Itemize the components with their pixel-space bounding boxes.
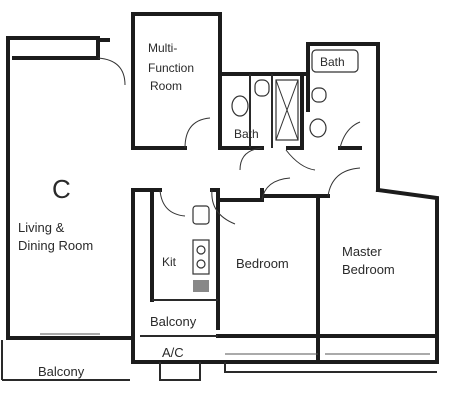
door-swings — [97, 57, 361, 225]
multi-function-room-label-1: Multi- — [148, 41, 177, 55]
bath-top-label: Bath — [320, 55, 345, 69]
ac-label: A/C — [162, 345, 184, 360]
room-labels: Multi- Function Room Bath Bath C Living … — [18, 41, 395, 379]
fridge-icon — [193, 280, 209, 292]
exterior-walls — [6, 12, 439, 364]
master-bedroom-label-2: Bedroom — [342, 262, 395, 277]
bathtub-icon — [311, 49, 359, 73]
living-dining-label-2: Dining Room — [18, 238, 93, 253]
bath-mid-label: Bath — [234, 127, 259, 141]
sink-icon — [311, 87, 327, 103]
toilet-icon — [231, 95, 249, 117]
kitchen-label: Kit — [162, 255, 177, 269]
sink-icon — [254, 79, 270, 97]
toilet-icon — [309, 118, 327, 138]
multi-function-room-label-2: Function — [148, 61, 194, 75]
interior-lines — [1, 74, 437, 381]
unit-letter: C — [52, 174, 71, 204]
sink-icon — [192, 205, 210, 225]
master-bedroom-label-1: Master — [342, 244, 382, 259]
living-dining-label-1: Living & — [18, 220, 65, 235]
balcony-bottom-label: Balcony — [38, 364, 85, 379]
multi-function-room-label-3: Room — [150, 79, 182, 93]
kitchen-fixtures — [192, 205, 210, 292]
bedroom-label: Bedroom — [236, 256, 289, 271]
stove-icon — [192, 239, 210, 275]
balcony-kitchen-label: Balcony — [150, 314, 197, 329]
balcony-rail — [40, 333, 430, 355]
bath-fixtures — [231, 49, 359, 141]
